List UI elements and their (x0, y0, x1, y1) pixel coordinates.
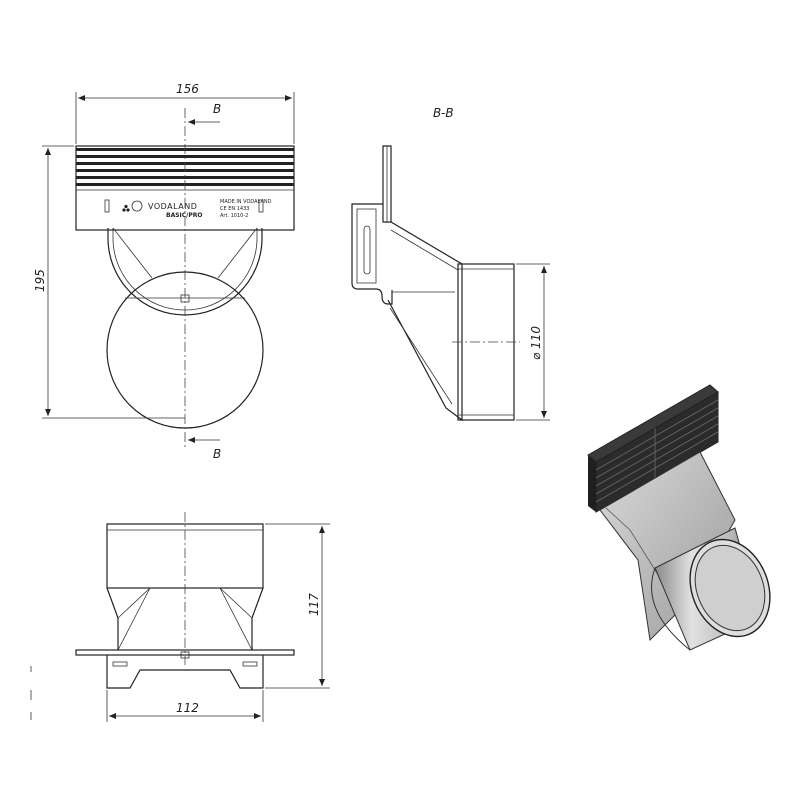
nameplate-line2: CE EN 1433 (220, 206, 249, 212)
brand-text: VODALAND (148, 202, 197, 211)
section-funnel (387, 221, 463, 422)
plan-view: 117 112 (30, 512, 330, 722)
section-label: B-B (433, 106, 454, 120)
dim-plan-height: 117 (307, 593, 321, 616)
dim-front-height: 195 (33, 269, 47, 292)
lock-clip-icon (104, 199, 264, 213)
logo-icon (131, 200, 143, 212)
plan-flange (75, 649, 295, 656)
section-view: B-B ⌀ 110 (351, 106, 550, 422)
dim-top-width: 156 (176, 82, 199, 96)
nameplate: VODALAND BASIC/PRO MADE IN VODALAND CE E… (104, 199, 272, 219)
plan-clip (106, 655, 264, 689)
nameplate-line3: Art. 1010-2 (220, 213, 248, 219)
section-bracket (351, 203, 393, 305)
isometric-view (587, 384, 771, 651)
section-mark-bottom: B (213, 447, 221, 461)
dim-outlet-diameter: ⌀ 110 (529, 326, 543, 360)
dim-plan-width: 112 (176, 701, 199, 715)
nameplate-line1: MADE IN VODALAND (220, 199, 272, 205)
section-mark-top: B (213, 102, 221, 116)
recycle-icon (122, 204, 130, 212)
front-view: VODALAND BASIC/PRO MADE IN VODALAND CE E… (33, 82, 295, 461)
product-text: BASIC/PRO (166, 212, 202, 219)
